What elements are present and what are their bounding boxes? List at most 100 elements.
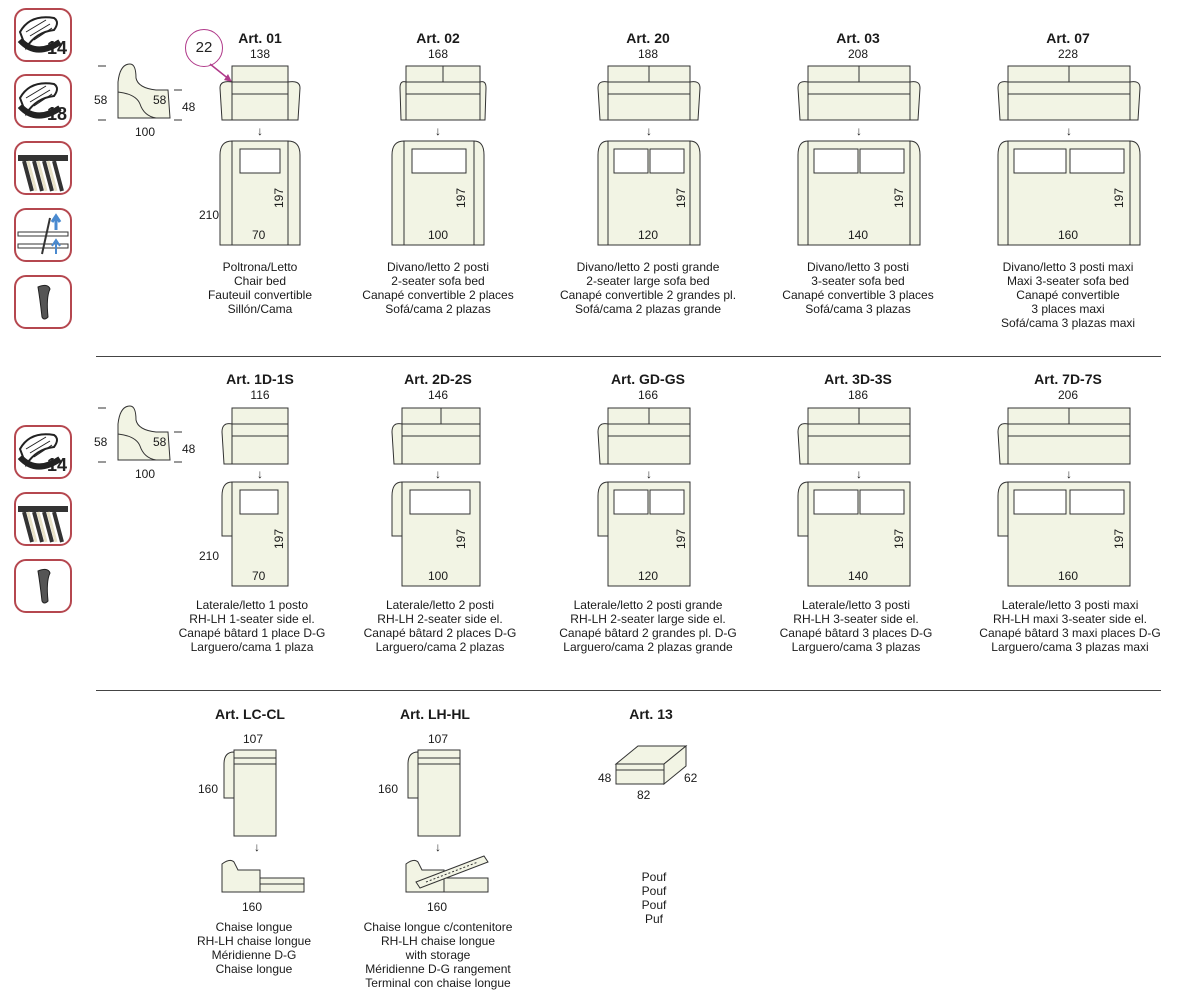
article-width: 116: [250, 388, 270, 402]
mattress-width: 140: [848, 569, 869, 583]
mattress-length: 197: [1112, 187, 1126, 208]
sofa-front-view: [219, 65, 301, 121]
pouf-depth: 62: [684, 771, 698, 785]
article-width: 166: [637, 388, 659, 402]
sofa-front-view: [221, 407, 289, 465]
article-width: 146: [427, 388, 449, 402]
pouf-width: 82: [637, 788, 651, 802]
mattress-width: 160: [1058, 569, 1079, 583]
mattress-width: 120: [638, 569, 659, 583]
bed-length: 210: [199, 549, 220, 563]
bed-top-view: [997, 140, 1141, 246]
reclining-mechanism-icon: [14, 208, 72, 262]
profile-seat-height: 58: [153, 435, 167, 449]
sofa-front-view: [597, 65, 701, 121]
bed-top-view: [391, 140, 485, 246]
bed-top-view: [597, 481, 691, 587]
foam-density-label: 18: [46, 104, 67, 124]
transform-arrow-icon: ↓: [1066, 124, 1072, 138]
article-title: Art. 13: [629, 706, 673, 722]
mattress-width: 160: [1058, 228, 1079, 242]
transform-arrow-icon: ↓: [435, 840, 441, 854]
mattress-width: 140: [848, 228, 869, 242]
foam-14-icon: 14: [14, 425, 72, 479]
profile-arm-height: 48: [182, 100, 196, 114]
chaise-length: 160: [378, 782, 399, 796]
article-title: Art. 2D-2S: [404, 371, 472, 387]
sofa-front-view: [797, 407, 911, 465]
article-title: Art. 20: [626, 30, 670, 46]
foam-14-icon: 14: [14, 8, 72, 62]
transform-arrow-icon: ↓: [435, 467, 441, 481]
article-width: 206: [1057, 388, 1079, 402]
chaise-top-view: [407, 749, 461, 837]
transform-arrow-icon: ↓: [257, 124, 263, 138]
article-title: Art. 02: [416, 30, 460, 46]
chaise-width: 107: [243, 732, 264, 746]
article-title: Art. 3D-3S: [824, 371, 892, 387]
chaise-open-length: 160: [427, 900, 448, 914]
profile-seat-height: 58: [153, 93, 167, 107]
bed-length: 210: [199, 208, 220, 222]
chaise-open-length: 160: [242, 900, 263, 914]
mattress-length: 197: [272, 187, 286, 208]
article-title: Art. 03: [836, 30, 880, 46]
bed-top-view: [219, 140, 301, 246]
article-title: Art. 01: [238, 30, 282, 46]
profile-depth: 100: [135, 467, 156, 481]
mattress-length: 197: [892, 187, 906, 208]
transform-arrow-icon: ↓: [646, 124, 652, 138]
mattress-length: 197: [1112, 528, 1126, 549]
mattress-width: 120: [638, 228, 659, 242]
mattress-length: 197: [674, 187, 688, 208]
bed-top-view: [391, 481, 481, 587]
chaise-top-view: [223, 749, 277, 837]
transform-arrow-icon: ↓: [1066, 467, 1072, 481]
transform-arrow-icon: ↓: [435, 124, 441, 138]
chaise-length: 160: [198, 782, 219, 796]
chaise-storage-side-view: [405, 855, 489, 893]
article-title: Art. LC-CL: [215, 706, 285, 722]
slats-icon: [14, 141, 72, 195]
article-width: 168: [427, 47, 449, 61]
foam-density-label: 14: [46, 455, 67, 475]
pouf-view: [614, 744, 688, 786]
article-title: Art. 7D-7S: [1034, 371, 1102, 387]
bed-top-view: [221, 481, 289, 587]
mattress-length: 197: [272, 528, 286, 549]
bed-top-view: [597, 140, 701, 246]
sofa-front-view: [797, 65, 921, 121]
article-title: Art. LH-HL: [400, 706, 470, 722]
sofa-front-view: [997, 407, 1131, 465]
foam-density-label: 14: [46, 38, 67, 58]
transform-arrow-icon: ↓: [856, 124, 862, 138]
mattress-length: 197: [454, 187, 468, 208]
sofa-front-view: [391, 407, 481, 465]
transform-arrow-icon: ↓: [646, 467, 652, 481]
profile-arm-height: 48: [182, 442, 196, 456]
profile-height: 58: [94, 93, 108, 107]
sofa-front-view: [997, 65, 1141, 121]
article-title: Art. 1D-1S: [226, 371, 294, 387]
article-width: 208: [847, 47, 869, 61]
slats-icon: [14, 492, 72, 546]
profile-height: 58: [94, 435, 108, 449]
article-width: 188: [637, 47, 659, 61]
pouf-height: 48: [598, 771, 612, 785]
article-width: 186: [847, 388, 869, 402]
article-title: Art. 07: [1046, 30, 1090, 46]
mattress-width: 100: [428, 228, 449, 242]
article-title: Art. GD-GS: [611, 371, 685, 387]
transform-arrow-icon: ↓: [856, 467, 862, 481]
profile-depth: 100: [135, 125, 156, 139]
